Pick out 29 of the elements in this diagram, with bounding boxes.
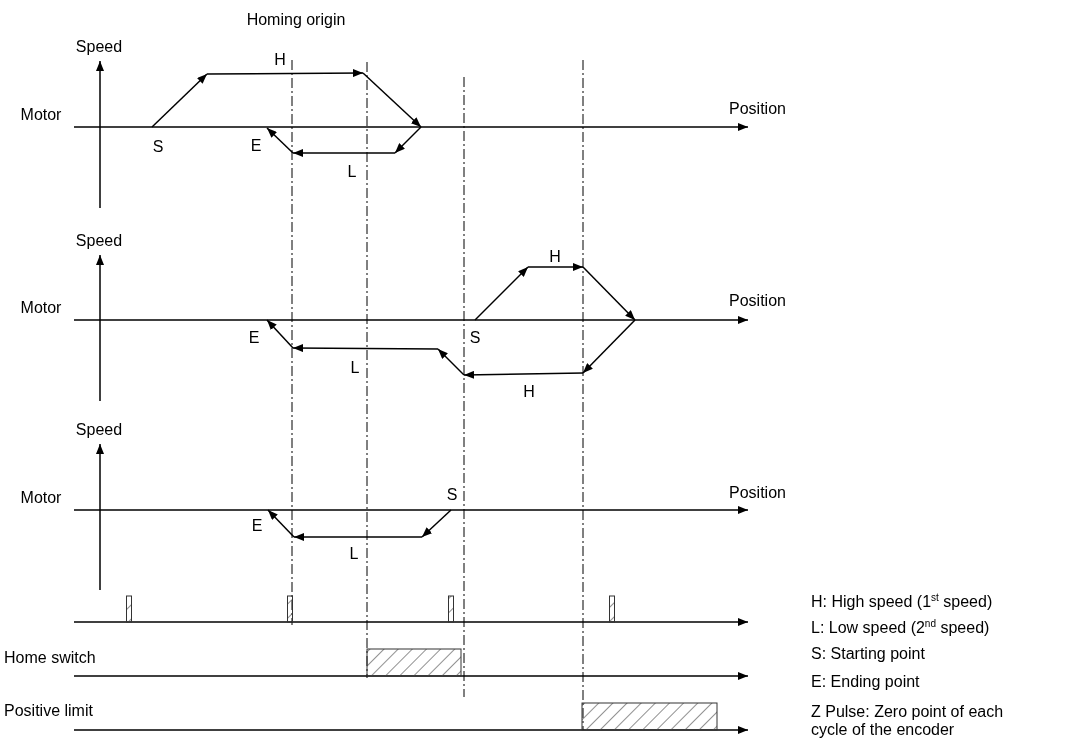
curve-label: L bbox=[350, 359, 360, 377]
axis-label: Motor bbox=[20, 106, 62, 124]
legend-text: E: Ending point bbox=[811, 673, 920, 691]
curve-label: H bbox=[549, 248, 561, 266]
legend-text: S: Starting point bbox=[811, 645, 925, 663]
axis-label: Speed bbox=[75, 38, 123, 56]
title-label: Homing origin bbox=[246, 11, 346, 29]
axis-label: Position bbox=[729, 292, 786, 310]
signal-label: Positive limit bbox=[4, 702, 93, 720]
curve-label: L bbox=[347, 163, 357, 181]
axis-label: Position bbox=[729, 100, 786, 118]
axis-label: Speed bbox=[75, 421, 123, 439]
axis-label: Speed bbox=[75, 232, 123, 250]
legend-text: H: High speed (1$^{st}$ speed) bbox=[811, 591, 993, 611]
axis-label: Motor bbox=[20, 299, 62, 317]
curve-label: H bbox=[274, 51, 286, 69]
curve-label: H bbox=[523, 383, 535, 401]
signal-label: Home switch bbox=[4, 649, 96, 667]
point-label: S bbox=[446, 486, 458, 504]
axis-label: Motor bbox=[20, 489, 62, 507]
legend-text: Z Pulse: Zero point of each cycle of the encoder bbox=[811, 703, 1005, 739]
curve-label: L bbox=[349, 545, 359, 563]
point-label: E bbox=[251, 517, 263, 535]
legend-text: L: Low speed (2$^{nd}$ speed) bbox=[811, 617, 990, 637]
point-label: E bbox=[250, 137, 262, 155]
point-label: S bbox=[152, 138, 164, 156]
point-label: E bbox=[248, 329, 260, 347]
point-label: S bbox=[469, 329, 481, 347]
axis-label: Position bbox=[729, 484, 786, 502]
